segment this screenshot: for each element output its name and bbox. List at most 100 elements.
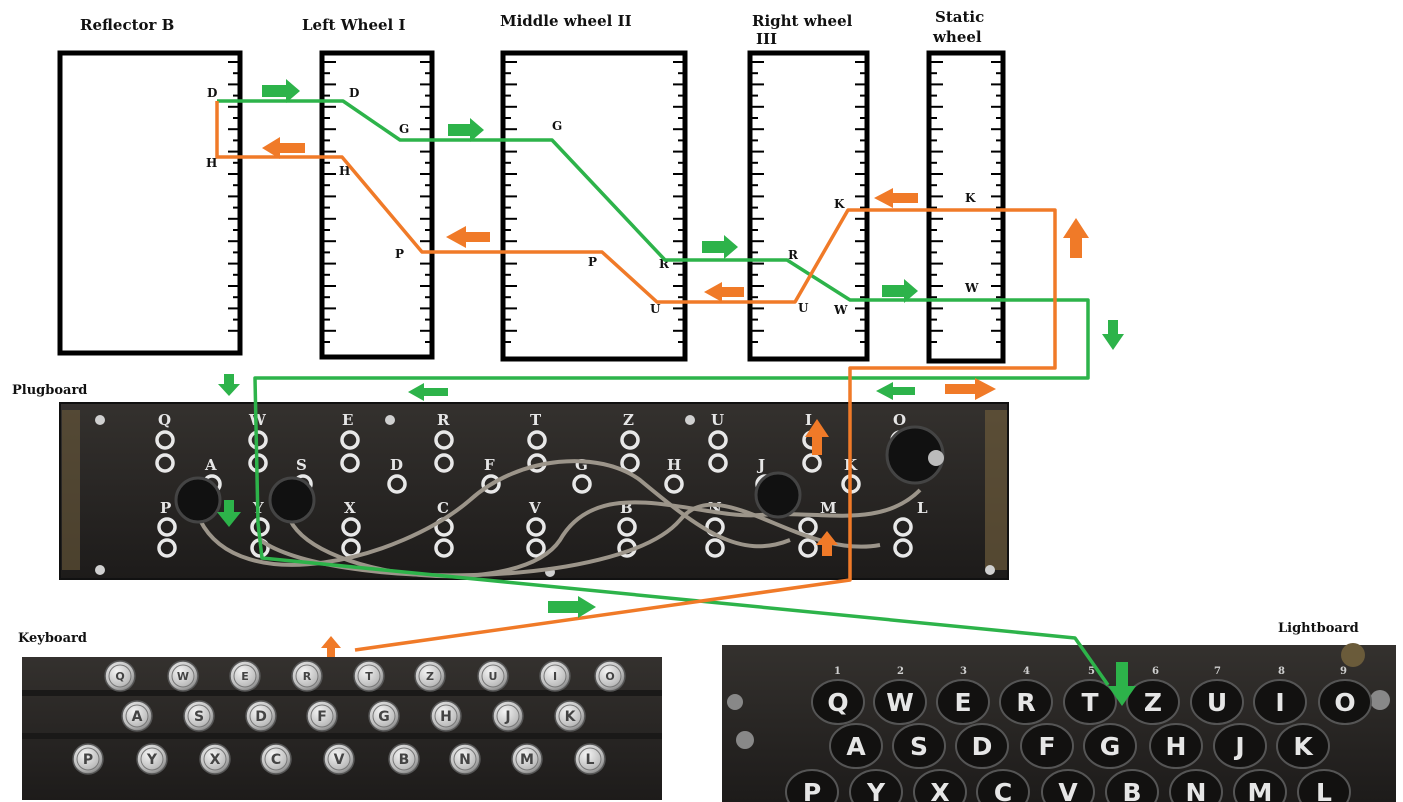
lamp-f: F — [1021, 724, 1073, 768]
left-wheel-label-g: G — [399, 122, 409, 136]
plugboard-title: Plugboard — [12, 383, 87, 398]
keyboard-key-p[interactable]: P — [73, 744, 103, 774]
keyboard-key-label: O — [605, 670, 614, 683]
lamp-label: U — [1207, 688, 1227, 717]
lamp-w: W — [874, 680, 926, 724]
panel-screw — [985, 565, 995, 575]
keyboard-key-label: S — [194, 709, 204, 725]
keyboard-key-f[interactable]: F — [307, 701, 337, 731]
keyboard-key-n[interactable]: N — [450, 744, 480, 774]
keyboard-key-o[interactable]: O — [595, 661, 625, 691]
keyboard-key-label: J — [504, 709, 510, 725]
middle-wheel-title: Middle wheel II — [500, 12, 632, 30]
keyboard-key-x[interactable]: X — [200, 744, 230, 774]
right-wheel-title-line1: Right wheel — [752, 12, 853, 30]
keyboard-key-label: H — [440, 709, 452, 725]
keyboard-key-label: W — [177, 670, 189, 683]
lamp-number-8: 8 — [1278, 666, 1285, 677]
plug-letter-c: C — [437, 499, 449, 517]
keyboard-key-label: X — [210, 752, 221, 768]
keyboard-key-v[interactable]: V — [324, 744, 354, 774]
keyboard-key-k[interactable]: K — [555, 701, 585, 731]
keyboard-key-t[interactable]: T — [354, 661, 384, 691]
plug-letter-j: J — [756, 456, 765, 474]
lamp-u: U — [1191, 680, 1243, 724]
keyboard-key-z[interactable]: Z — [415, 661, 445, 691]
static-wheel-label-w: W — [964, 281, 979, 295]
lamp-h: H — [1150, 724, 1202, 768]
keyboard-key-m[interactable]: M — [512, 744, 542, 774]
green-arrow-down-1 — [1102, 320, 1124, 350]
lamp-label: Y — [866, 778, 886, 802]
keyboard-key-label: Y — [146, 752, 158, 768]
lamp-t: T — [1064, 680, 1116, 724]
keyboard-key-s[interactable]: S — [184, 701, 214, 731]
keyboard-key-i[interactable]: I — [540, 661, 570, 691]
orange-arrow-left-2 — [446, 226, 490, 248]
lamp-label: H — [1166, 732, 1187, 761]
plug-letter-r: R — [437, 411, 450, 429]
lamp-label: Q — [827, 688, 848, 717]
keyboard-key-c[interactable]: C — [261, 744, 291, 774]
keyboard-key-a[interactable]: A — [122, 701, 152, 731]
orange-arrow-right-1 — [945, 378, 996, 400]
keyboard-key-label: M — [520, 752, 534, 768]
lamp-number-2: 2 — [897, 666, 904, 677]
left-wheel-label-d: D — [349, 86, 359, 100]
keyboard-key-label: L — [586, 752, 595, 768]
lamp-label: K — [1293, 732, 1314, 761]
keyboard-key-q[interactable]: Q — [105, 661, 135, 691]
keyboard-title: Keyboard — [18, 631, 87, 646]
left-wheel-title: Left Wheel I — [302, 16, 405, 34]
lamp-d: D — [956, 724, 1008, 768]
keyboard-key-label: P — [83, 752, 93, 768]
plug-letter-t: T — [530, 411, 542, 429]
keyboard-key-w[interactable]: W — [168, 661, 198, 691]
reflector-label-d: D — [207, 86, 217, 100]
green-arrow-left-2 — [876, 382, 915, 400]
reflector-title: Reflector B — [80, 16, 174, 34]
lamp-e: E — [937, 680, 989, 724]
keyboard-key-e[interactable]: E — [230, 661, 260, 691]
keyboard-key-label: T — [365, 670, 373, 683]
keyboard-key-label: D — [255, 709, 267, 725]
lamp-number-6: 6 — [1152, 666, 1159, 677]
lamp-number-4: 4 — [1023, 666, 1030, 677]
lamp-label: E — [954, 688, 971, 717]
keyboard-key-u[interactable]: U — [478, 661, 508, 691]
keyboard-key-r[interactable]: R — [292, 661, 322, 691]
static-wheel-title-line2: wheel — [932, 28, 982, 46]
lamp-label: S — [910, 732, 928, 761]
green-arrow-right-3 — [702, 235, 738, 259]
keyboard-key-label: K — [565, 709, 577, 725]
plug-letter-i: I — [805, 411, 812, 429]
lamp-number-3: 3 — [960, 666, 967, 677]
keyboard-key-l[interactable]: L — [575, 744, 605, 774]
lamp-label: O — [1334, 688, 1355, 717]
keyboard-key-d[interactable]: D — [246, 701, 276, 731]
middle-wheel-label-u: U — [650, 302, 661, 316]
panel-screw — [95, 415, 105, 425]
plug-letter-f: F — [484, 456, 495, 474]
keyboard-key-b[interactable]: B — [389, 744, 419, 774]
keyboard-key-label: C — [271, 752, 281, 768]
lamp-label: C — [994, 778, 1012, 802]
panel-screw — [685, 415, 695, 425]
keyboard-key-label: I — [553, 670, 557, 683]
plug-letter-z: Z — [623, 411, 634, 429]
keyboard-key-y[interactable]: Y — [137, 744, 167, 774]
lamp-label: W — [886, 688, 914, 717]
right-wheel-label-w: W — [833, 303, 848, 317]
keyboard-key-j[interactable]: J — [493, 701, 523, 731]
keyboard-key-h[interactable]: H — [431, 701, 461, 731]
keyboard-key-g[interactable]: G — [369, 701, 399, 731]
plug-letter-e: E — [342, 411, 353, 429]
orange-arrow-up-1 — [1063, 218, 1089, 258]
lamp-label: F — [1038, 732, 1055, 761]
orange-arrow-left-3 — [704, 282, 744, 302]
lamp-label: T — [1081, 688, 1098, 717]
lamp-label: N — [1186, 778, 1207, 802]
keyboard-key-label: A — [132, 709, 143, 725]
keyboard-key-label: G — [378, 709, 390, 725]
orange-arrow-up-4 — [321, 636, 341, 657]
